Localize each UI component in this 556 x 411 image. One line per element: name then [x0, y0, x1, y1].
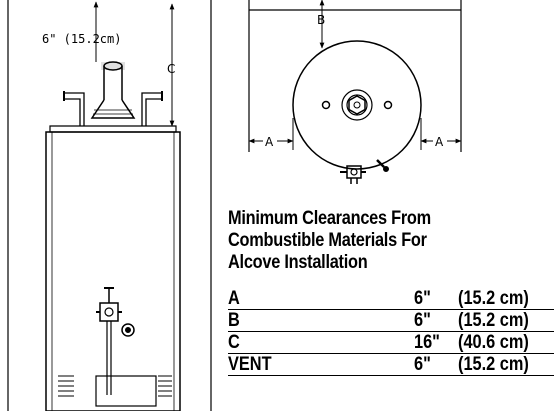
clearance-cm: (15.2 cm) [458, 310, 529, 331]
left-water-pipe [64, 92, 85, 126]
drain-valve [121, 323, 135, 337]
clearance-label: B [228, 310, 240, 331]
heading-line-3: Alcove Installation [228, 252, 368, 273]
a-right-dimension-label: A [435, 135, 444, 149]
clearance-inches: 6" [414, 354, 431, 375]
top-gas-valve [340, 165, 366, 184]
right-air-vents [158, 375, 172, 397]
right-water-pipe [141, 92, 162, 126]
clearance-cm: (15.2 cm) [458, 354, 529, 375]
tank-body [45, 131, 181, 411]
flue-hex [348, 95, 366, 115]
clearance-label: C [228, 332, 240, 353]
b-dimension-label: B [317, 13, 325, 27]
clearance-row-c: C 16" (40.6 cm) [228, 332, 554, 354]
left-air-vents [58, 375, 74, 397]
a-left-dimension-label: A [265, 135, 274, 149]
clearance-inches: 6" [414, 310, 431, 331]
top-view [248, 0, 462, 184]
side-view [7, 0, 212, 411]
clearance-inches: 16" [414, 332, 440, 353]
clearance-inches: 6" [414, 288, 431, 309]
vent-pipe [103, 66, 123, 100]
access-panel [95, 375, 157, 407]
draft-hood [90, 99, 136, 119]
clearance-row-vent: VENT 6" (15.2 cm) [228, 354, 554, 376]
vent-clearance-label: 6" (15.2cm) [42, 32, 121, 46]
clearance-table: A 6" (15.2 cm) B 6" (15.2 cm) C 16" (40.… [228, 288, 554, 376]
clearance-label: A [228, 288, 240, 309]
heading-line-1: Minimum Clearances From [228, 208, 431, 229]
gas-control-valve [96, 287, 122, 395]
clearance-heading: Minimum Clearances From Combustible Mate… [228, 208, 503, 274]
heading-line-2: Combustible Materials For [228, 230, 427, 251]
clearance-label: VENT [228, 354, 272, 375]
top-drain-valve [376, 159, 389, 172]
clearance-row-b: B 6" (15.2 cm) [228, 310, 554, 332]
clearance-cm: (15.2 cm) [458, 288, 529, 309]
c-dimension-label: C [167, 62, 175, 76]
clearance-cm: (40.6 cm) [458, 332, 529, 353]
clearance-row-a: A 6" (15.2 cm) [228, 288, 554, 310]
tank-top-outline [292, 40, 422, 170]
